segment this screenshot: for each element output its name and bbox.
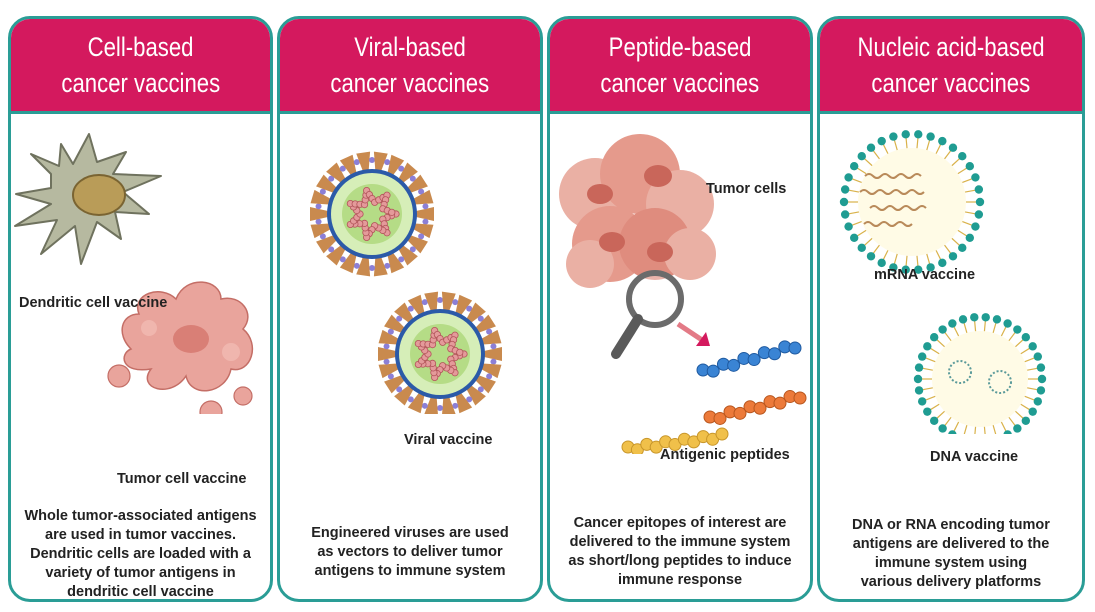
description-line: delivered to the immune system [569, 534, 791, 550]
panel-title-line1: Peptide-based [608, 32, 752, 62]
dendritic-cell-icon [14, 133, 162, 265]
arrow-icon [676, 321, 710, 346]
panel-description: Engineered viruses are used as vectors t… [280, 524, 540, 581]
virus-icon [378, 291, 502, 414]
panel-header: Peptide-based cancer vaccines [550, 19, 810, 114]
virus-icon [310, 151, 434, 277]
description-line: Dendritic cells are loaded with a [30, 546, 251, 562]
magnifier-icon [611, 270, 684, 359]
panel-header: Nucleic acid-based cancer vaccines [820, 19, 1082, 114]
mrna-strands-icon [859, 173, 927, 227]
panel-title-line1: Cell-based [87, 32, 194, 62]
panel-viral-based: Viral-based cancer vaccines Viral vaccin… [277, 16, 543, 602]
panel-title-line2: cancer vaccines [61, 68, 220, 98]
panel-nucleic-acid-based: Nucleic acid-based cancer vaccines mRNA … [817, 16, 1085, 602]
nucleic-acid-illustration [839, 130, 1047, 434]
label-antigenic-peptides: Antigenic peptides [660, 447, 790, 463]
description-line: variety of tumor antigens in [45, 565, 236, 581]
description-line: antigens are delivered to the [852, 536, 1050, 552]
label-dendritic-cell-vaccine: Dendritic cell vaccine [19, 295, 168, 311]
panel-title-line2: cancer vaccines [330, 68, 490, 98]
label-mrna-vaccine: mRNA vaccine [874, 267, 976, 283]
description-line: Engineered viruses are used [311, 525, 509, 541]
panel-description: Whole tumor-associated antigens are used… [11, 507, 270, 600]
description-line: Whole tumor-associated antigens [24, 508, 257, 524]
panel-title-line1: Viral-based [354, 32, 466, 62]
peptide-vaccine-illustration [559, 134, 807, 454]
description-line: DNA or RNA encoding tumor [852, 517, 1050, 533]
description-line: various delivery platforms [860, 574, 1042, 590]
panel-title-line2: cancer vaccines [600, 68, 760, 98]
lipid-nanoparticle-icon [839, 130, 985, 274]
panel-title-line1: Nucleic acid-based [857, 32, 1045, 62]
panel-header: Viral-based cancer vaccines [280, 19, 540, 114]
tumor-cells-icon [559, 134, 716, 288]
label-tumor-cell-vaccine: Tumor cell vaccine [117, 471, 247, 487]
label-tumor-cells: Tumor cells [706, 181, 787, 197]
description-line: immune system using [874, 555, 1028, 571]
label-dna-vaccine: DNA vaccine [930, 449, 1019, 465]
panel-description: Cancer epitopes of interest are delivere… [550, 514, 810, 590]
description-line: are used in tumor vaccines. [45, 527, 236, 543]
peptide-chains-icon [621, 340, 807, 454]
description-line: dendritic cell vaccine [67, 584, 214, 600]
description-line: as short/long peptides to induce [568, 553, 792, 569]
description-line: antigens to immune system [314, 563, 506, 579]
panel-cell-based: Cell-based cancer vaccines Dendritic cel… [8, 16, 273, 602]
lipid-nanoparticle-icon [913, 313, 1047, 434]
cell-vaccine-illustration [14, 133, 254, 414]
label-viral-vaccine: Viral vaccine [404, 432, 493, 448]
description-line: Cancer epitopes of interest are [573, 515, 787, 531]
description-line: as vectors to deliver tumor [317, 544, 503, 560]
viral-vaccine-illustration [310, 151, 502, 414]
dna-plasmid-icon [948, 360, 1012, 394]
tumor-cell-icon [107, 281, 254, 414]
panel-header: Cell-based cancer vaccines [11, 19, 270, 114]
panel-peptide-based: Peptide-based cancer vaccines Tumor cell… [547, 16, 813, 602]
panel-description: DNA or RNA encoding tumor antigens are d… [820, 516, 1082, 592]
panel-title-line2: cancer vaccines [871, 68, 1031, 98]
description-line: immune response [617, 572, 743, 588]
